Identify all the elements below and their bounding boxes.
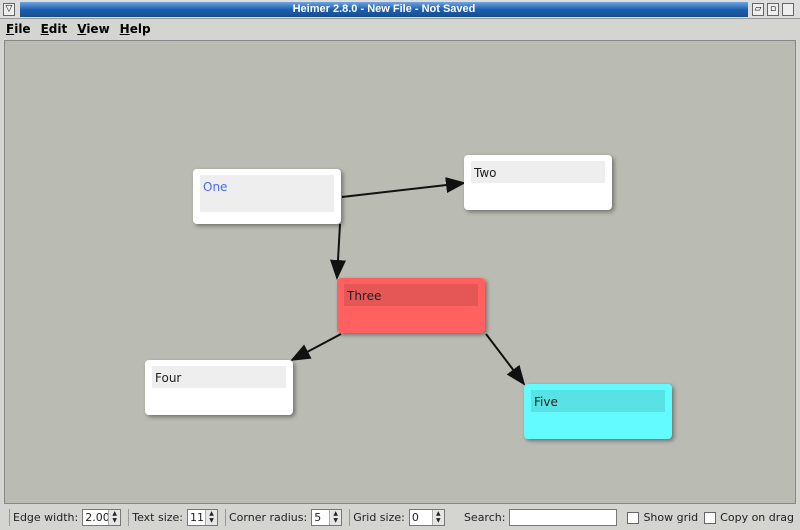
node-two[interactable]: Two bbox=[464, 155, 612, 210]
text-size-value[interactable]: 11 bbox=[190, 511, 204, 524]
separator bbox=[225, 509, 226, 526]
edges-layer bbox=[290, 177, 526, 386]
copy-on-drag-label[interactable]: Copy on drag bbox=[720, 511, 794, 524]
mind-map-canvas[interactable]: One Two Three Four Five bbox=[4, 40, 796, 504]
edge-width-spinbox[interactable]: 2.00▲▼ bbox=[82, 509, 122, 526]
spin-arrows-icon[interactable]: ▲▼ bbox=[205, 510, 217, 525]
show-grid-label[interactable]: Show grid bbox=[643, 511, 699, 524]
menu-view[interactable]: View bbox=[77, 22, 110, 36]
toolbar-handle[interactable] bbox=[9, 509, 10, 526]
node-four[interactable]: Four bbox=[145, 360, 293, 415]
spin-arrows-icon[interactable]: ▲▼ bbox=[431, 510, 444, 525]
node-one[interactable]: One bbox=[193, 169, 341, 224]
edge-three-four[interactable] bbox=[290, 333, 342, 361]
maximize-button[interactable]: ▫ bbox=[767, 3, 779, 16]
separator bbox=[349, 509, 351, 526]
corner-radius-label: Corner radius: bbox=[229, 511, 308, 524]
menu-edit[interactable]: Edit bbox=[40, 22, 68, 36]
text-size-spinbox[interactable]: 11▲▼ bbox=[187, 509, 218, 526]
search-label: Search: bbox=[463, 511, 506, 524]
spin-arrows-icon[interactable]: ▲▼ bbox=[108, 510, 121, 525]
search-input[interactable] bbox=[509, 509, 618, 526]
text-size-label: Text size: bbox=[132, 511, 183, 524]
menu-bar: File Edit View Help bbox=[0, 19, 800, 39]
node-text[interactable]: One bbox=[200, 175, 334, 212]
menu-help[interactable]: Help bbox=[119, 22, 151, 36]
edge-three-five[interactable] bbox=[485, 333, 526, 386]
edge-width-label: Edge width: bbox=[13, 511, 79, 524]
minimize-button[interactable]: ▱ bbox=[752, 3, 764, 16]
bottom-toolbar: Edge width: 2.00▲▼ Text size: 11▲▼ Corne… bbox=[0, 505, 800, 530]
separator bbox=[128, 509, 130, 526]
edge-width-value[interactable]: 2.00 bbox=[85, 511, 110, 524]
edge-one-three[interactable] bbox=[330, 223, 346, 280]
close-button[interactable] bbox=[782, 3, 794, 16]
corner-radius-spinbox[interactable]: 5 ▲▼ bbox=[311, 509, 343, 526]
copy-on-drag-checkbox[interactable] bbox=[704, 511, 717, 524]
node-three[interactable]: Three bbox=[337, 278, 485, 333]
node-text[interactable]: Three bbox=[344, 284, 478, 306]
grid-size-value[interactable]: 0 bbox=[411, 511, 419, 524]
node-text[interactable]: Four bbox=[152, 366, 286, 388]
node-text[interactable]: Two bbox=[471, 161, 605, 183]
show-grid-checkbox[interactable] bbox=[627, 511, 640, 524]
node-five[interactable]: Five bbox=[524, 384, 672, 439]
spin-arrows-icon[interactable]: ▲▼ bbox=[329, 510, 342, 525]
title-bar: ▽ Heimer 2.8.0 - New File - Not Saved ▱ … bbox=[0, 0, 800, 19]
corner-radius-value[interactable]: 5 bbox=[314, 511, 322, 524]
menu-file[interactable]: File bbox=[6, 22, 31, 36]
grid-size-label: Grid size: bbox=[353, 511, 405, 524]
window-title: Heimer 2.8.0 - New File - Not Saved bbox=[20, 2, 748, 17]
edge-one-two[interactable] bbox=[341, 177, 466, 198]
window-menu-button[interactable]: ▽ bbox=[3, 3, 15, 16]
grid-size-spinbox[interactable]: 0 ▲▼ bbox=[408, 509, 445, 526]
node-text[interactable]: Five bbox=[531, 390, 665, 412]
